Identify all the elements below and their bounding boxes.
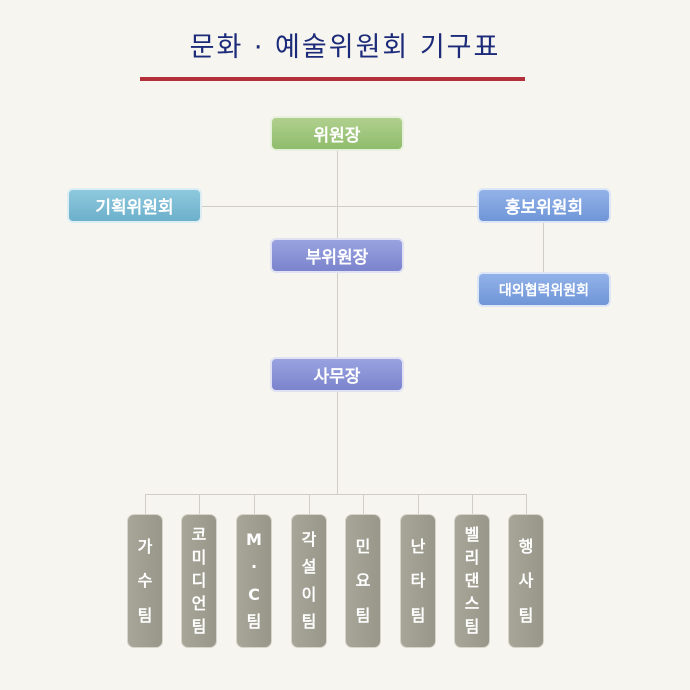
page-title: 문화 · 예술위원회 기구표 bbox=[189, 32, 501, 63]
external-cooperation-committee-node: 대외협력위원회 bbox=[477, 272, 611, 307]
team-folk-song: 민 요 팀 bbox=[345, 514, 381, 648]
connector-team-drop-4 bbox=[309, 494, 310, 514]
connector-team-drop-3 bbox=[254, 494, 255, 514]
team-singers: 가 수 팀 bbox=[127, 514, 163, 648]
team-comedians: 코 미 디 언 팀 bbox=[181, 514, 217, 648]
connector-main-vertical bbox=[337, 150, 338, 495]
vice-chairman-node: 부위원장 bbox=[270, 238, 404, 273]
chairman-node: 위원장 bbox=[270, 116, 404, 151]
connector-teams-horizontal bbox=[145, 494, 526, 495]
connector-team-drop-5 bbox=[363, 494, 364, 514]
connector-team-drop-2 bbox=[199, 494, 200, 514]
connector-team-drop-6 bbox=[418, 494, 419, 514]
pr-committee-node: 홍보위원회 bbox=[477, 188, 611, 223]
connector-team-drop-1 bbox=[145, 494, 146, 514]
planning-committee-node: 기획위원회 bbox=[67, 188, 202, 223]
team-mc: M · C 팀 bbox=[236, 514, 272, 648]
team-events: 행 사 팀 bbox=[508, 514, 544, 648]
connector-team-drop-7 bbox=[472, 494, 473, 514]
team-belly-dance: 벨 리 댄 스 팀 bbox=[454, 514, 490, 648]
secretary-general-node: 사무장 bbox=[270, 357, 404, 392]
team-nanta: 난 타 팀 bbox=[400, 514, 436, 648]
connector-committee-horizontal bbox=[200, 206, 480, 207]
title-underline bbox=[140, 77, 525, 81]
team-gakseori: 각 설 이 팀 bbox=[291, 514, 327, 648]
connector-team-drop-8 bbox=[526, 494, 527, 514]
connector-pr-to-external bbox=[543, 223, 544, 274]
